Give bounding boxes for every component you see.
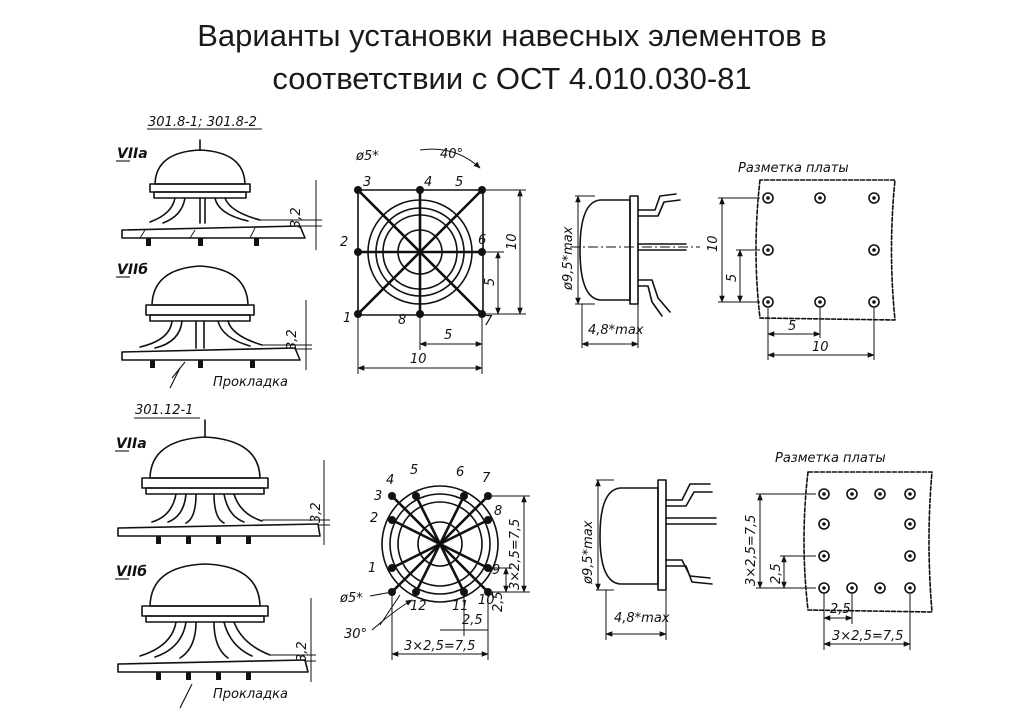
page-title: Варианты установки навесных элементов в … (0, 14, 1024, 100)
board-dim-5h-top: 5 (788, 319, 796, 334)
variant-a-label-top: VIIа (117, 146, 148, 162)
pin-7-top: 7 (484, 314, 493, 329)
dim-3-2-b-bottom: 3,2 (295, 641, 310, 662)
case-label-bottom: 301.12-1 (135, 403, 193, 418)
dim-5-bottom-top: 5 (444, 328, 452, 343)
pin-10-bottom: 10 (478, 593, 495, 608)
board-dim-10h-top: 10 (812, 340, 829, 355)
dim-10-bottom-top: 10 (410, 352, 427, 367)
variant-a-top-side-view: VIIа 3,2 (116, 139, 322, 250)
variant-b-label-bottom: VIIб (116, 564, 147, 580)
pin-6-bottom: 6 (456, 465, 464, 480)
title-line-1: Варианты установки навесных элементов в (197, 18, 827, 53)
variant-b-label-top: VIIб (117, 262, 148, 278)
dim-3-2-a-top: 3,2 (289, 207, 304, 228)
board-title-top: Разметка платы (738, 161, 849, 176)
pin-5-bottom: 5 (410, 463, 418, 478)
variant-a-label-bottom: VIIа (116, 436, 147, 452)
side-profile-top: ø9,5*max 4,8*max (561, 193, 700, 348)
pin-5-top: 5 (455, 175, 463, 190)
dim-3x25-bottom-bottom: 3×2,5=7,5 (404, 639, 475, 654)
phi5-label-bottom: ø5* (339, 591, 363, 606)
dim-3-2-a-bottom: 3,2 (309, 502, 324, 523)
dim-25-right-bottom: 2,5 (491, 591, 506, 612)
board-dim-3x25v-bottom: 3×2,5=7,5 (744, 515, 759, 586)
case-label-top: 301.8-1; 301.8-2 (148, 115, 257, 130)
board-dim-5v-top: 5 (725, 274, 740, 282)
board-dim-25v-bottom: 2,5 (769, 563, 784, 584)
dim-phi95-top: ø9,5*max (561, 226, 576, 291)
side-profile-bottom: ø9,5*max 4,8*max (581, 479, 717, 640)
angle-label-bottom: 30° (344, 627, 367, 642)
dim-phi95-bottom: ø9,5*max (581, 520, 596, 585)
variant-b-top-side-view: VIIб 3,2 Прокладка (116, 262, 312, 390)
title-line-2: соответствии с ОСТ 4.010.030-81 (272, 61, 752, 96)
gasket-label-top: Прокладка (213, 375, 288, 390)
pin-3-bottom: 3 (374, 489, 382, 504)
variant-b-bottom-side-view: VIIб 3,2 Прокладка (115, 563, 316, 709)
dim-10-right-top: 10 (505, 233, 520, 250)
variant-a-bottom-side-view: VIIа 3,2 (115, 419, 330, 545)
pin-8-bottom: 8 (494, 504, 502, 519)
pin-9-bottom: 9 (492, 563, 500, 578)
pin-11-bottom: 11 (452, 599, 469, 614)
board-dim-10v-top: 10 (706, 235, 721, 252)
gasket-label-bottom: Прокладка (213, 687, 288, 702)
phi5-label-top: ø5* (355, 149, 379, 164)
dim-25-bottom-bottom: 2,5 (462, 613, 483, 628)
pin-2-top: 2 (340, 235, 348, 250)
board-title-bottom: Разметка платы (775, 451, 886, 466)
pin-4-top: 4 (424, 175, 432, 190)
pin-1-bottom: 1 (368, 561, 376, 576)
board-dim-25h-bottom: 2,5 (830, 602, 851, 617)
pin-2-bottom: 2 (370, 511, 378, 526)
board-dim-3x25h-bottom: 3×2,5=7,5 (832, 629, 903, 644)
top-view-12-pin: 1 2 3 4 5 6 7 8 9 10 11 12 ø5* 30° 3×2,5… (339, 463, 530, 660)
pin-6-top: 6 (478, 233, 486, 248)
top-view-8-pin: ø5* 40° 1 2 3 4 5 6 7 8 10 5 (340, 147, 526, 374)
board-marking-bottom: Разметка платы 3×2,5=7,5 2,5 2,5 3×2,5=7… (744, 451, 933, 650)
pin-4-bottom: 4 (386, 473, 394, 488)
pin-3-top: 3 (363, 175, 371, 190)
dim-5-right-top: 5 (483, 278, 498, 286)
board-marking-top: Разметка платы 10 5 5 10 (706, 161, 896, 360)
pin-12-bottom: 12 (410, 599, 427, 614)
dim-48-top: 4,8*max (588, 323, 644, 338)
dim-3-2-b-top: 3,2 (285, 329, 300, 350)
dim-3x25-right-bottom: 3×2,5=7,5 (508, 519, 523, 590)
pin-1-top: 1 (343, 311, 351, 326)
dim-48-bottom: 4,8*max (614, 611, 670, 626)
pin-8-top: 8 (398, 313, 406, 328)
pin-7-bottom: 7 (482, 471, 491, 486)
